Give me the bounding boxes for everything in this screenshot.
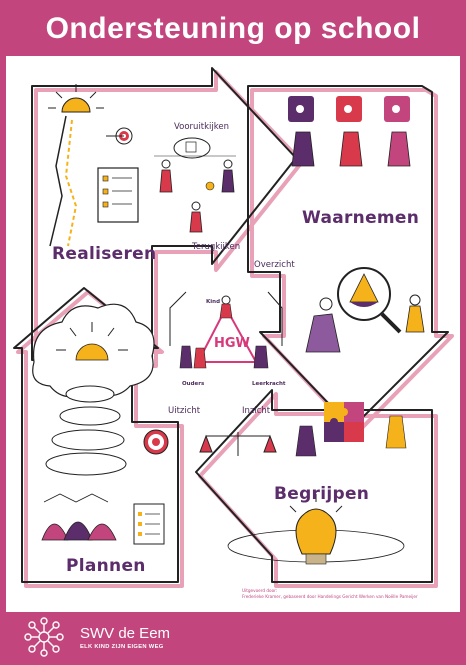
credits-line-2: Frederieke Kramer, gebaseerd door Handel… [242,594,418,599]
plan-pillars [45,385,127,476]
thought-cloud [173,137,211,159]
checklist-icon [133,503,165,545]
plannen-illustration [32,303,169,545]
network-logo-icon [24,617,64,657]
puzzle-icon [288,96,410,122]
hgw-triangle [169,291,283,369]
path-dashes [64,119,78,247]
brand-tagline: ELK KIND ZIJN EIGEN WEG [80,644,164,650]
page-title: Ondersteuning op school [45,12,421,45]
cycle-panel: Realiseren Waarnemen Begrijpen Plannen V… [6,56,460,612]
phase-plannen: Plannen [66,556,146,576]
cycle-illustration [13,67,454,588]
phase-realiseren: Realiseren [52,244,157,264]
step-terugkijken: Terugkijken [192,242,241,252]
step-overzicht: Overzicht [254,260,295,270]
observer-figures [305,294,425,353]
puzzlers [295,415,407,457]
waarnemen-illustration [288,96,425,353]
credits: Uitgevoerd door: Frederieke Kramer, geba… [242,588,432,600]
scale-icon [199,432,277,456]
cloud-icon [32,303,155,398]
target-icon [143,429,169,455]
people-row [41,493,117,541]
sun-icon [48,84,104,113]
brand-name: SWV de Eem [80,625,171,642]
lightbulb-icon [227,494,405,565]
path-line [49,115,67,247]
phase-waarnemen: Waarnemen [302,208,420,228]
target-icon [106,127,133,145]
step-vooruitkijken: Vooruitkijken [174,122,230,132]
step-inzicht: Inzicht [242,406,271,416]
triangle-right-label: Leerkracht [252,381,286,387]
phase-begrijpen: Begrijpen [274,484,370,504]
triangle-center-label: HGW [214,336,250,351]
people-group [154,155,236,233]
begrijpen-illustration [199,402,407,565]
credits-line-1: Uitgevoerd door: [242,588,278,593]
footer: SWV de Eem ELK KIND ZIJN EIGEN WEG [0,612,466,665]
puzzle-icon [324,402,364,442]
magnifier-icon [337,267,402,334]
observers [291,131,411,167]
step-uitzicht: Uitzicht [168,406,201,416]
triangle-left-label: Ouders [182,381,205,387]
title-bar: Ondersteuning op school [6,6,460,52]
realiseren-illustration [48,84,236,247]
triangle-top-label: Kind [206,299,220,305]
checklist-icon [97,167,139,223]
